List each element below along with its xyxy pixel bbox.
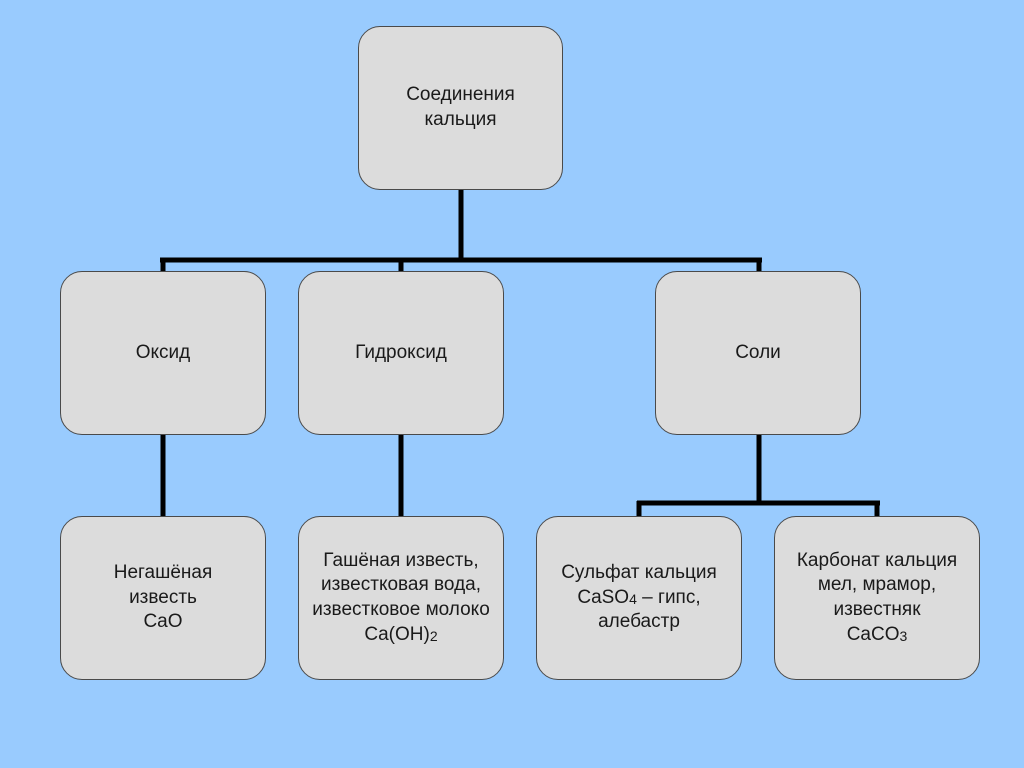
- quicklime-formula: CaO: [143, 611, 183, 633]
- sulfate-line-1: Сульфат кальция: [561, 561, 717, 583]
- carbonate-line-1: Карбонат кальция: [796, 549, 958, 571]
- example-node-calcium-carbonate: Карбонат кальция мел, мрамор, известняк …: [774, 516, 980, 680]
- sulfate-formula-main: CaSO: [577, 586, 630, 608]
- sulfate-formula: CaSO4 – гипс,: [577, 586, 700, 611]
- slaked-formula-subscript: 2: [429, 627, 438, 644]
- oxide-label: Оксид: [135, 341, 191, 363]
- carbonate-formula-subscript: 3: [899, 627, 908, 644]
- carbonate-line-2: мел, мрамор,: [817, 574, 937, 596]
- slaked-line-1: Гашёная известь,: [323, 549, 479, 571]
- slaked-line-2: известковая вода,: [320, 574, 482, 596]
- salts-label: Соли: [735, 341, 781, 363]
- slaked-formula-main: Ca(OH): [364, 623, 430, 645]
- quicklime-line-2: известь: [129, 586, 197, 608]
- sulfate-line-3: алебастр: [598, 611, 680, 633]
- root-label-line-2: кальция: [424, 109, 497, 130]
- carbonate-formula: CaCO3: [847, 623, 908, 648]
- slaked-line-3: известковое молоко: [312, 599, 490, 620]
- category-node-salts: Соли: [655, 271, 861, 435]
- carbonate-formula-main: CaCO: [846, 623, 900, 645]
- root-node-calcium-compounds: Соединения кальция: [358, 26, 563, 190]
- carbonate-line-3: известняк: [833, 599, 921, 620]
- sulfate-formula-subscript: 4: [629, 590, 637, 607]
- example-node-quicklime: Негашёная известь CaO: [60, 516, 266, 680]
- category-node-oxide: Оксид: [60, 271, 266, 435]
- example-node-calcium-sulfate: Сульфат кальция CaSO4 – гипс, алебастр: [536, 516, 742, 680]
- root-label-line-1: Соединения: [406, 84, 515, 106]
- sulfate-formula-rest: – гипс,: [636, 586, 701, 608]
- hydroxide-label: Гидроксид: [355, 341, 447, 363]
- example-node-slaked-lime: Гашёная известь, известковая вода, извес…: [298, 516, 504, 680]
- slaked-formula: Ca(OH)2: [364, 623, 437, 648]
- category-node-hydroxide: Гидроксид: [298, 271, 504, 435]
- quicklime-line-1: Негашёная: [113, 561, 213, 583]
